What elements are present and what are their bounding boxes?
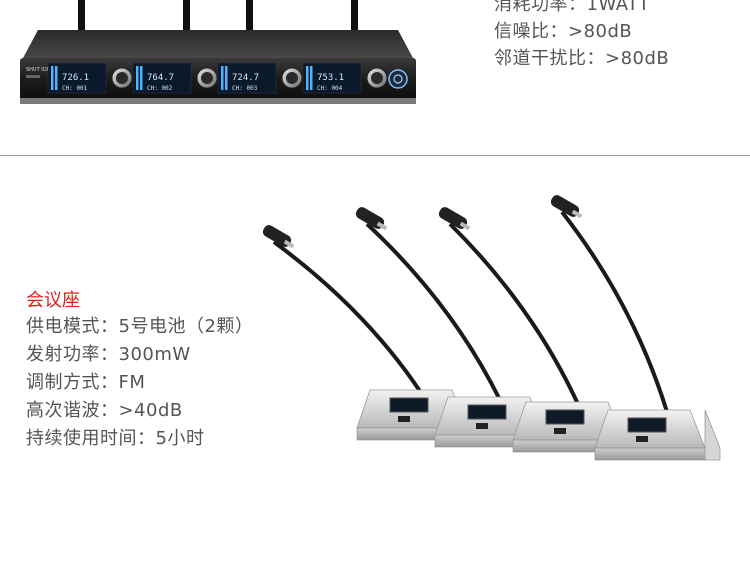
channel-frequency: 724.7 (232, 73, 259, 83)
channel-display: 724.7CH: 003 (217, 62, 303, 94)
spec-modulation: 调制方式：FM (26, 372, 146, 393)
channel-display: 726.1CH: 001 (47, 62, 133, 94)
channel-display: 764.7CH: 002 (132, 62, 218, 94)
spec-snr: 信噪比：>80dB (494, 21, 633, 42)
spec-power-consumption: 消耗功率：1WATT (494, 0, 650, 15)
spec-transmit-power: 发射功率：300mW (26, 344, 191, 365)
channel-number: CH: 003 (232, 85, 258, 92)
channel-number: CH: 001 (62, 85, 88, 92)
spec-power-mode: 供电模式：5号电池（2颗） (26, 316, 254, 337)
channel-frequency: 726.1 (62, 73, 89, 83)
channel-frequency: 764.7 (147, 73, 174, 83)
spec-adjacent-channel: 邻道干扰比：>80dB (494, 48, 670, 69)
conference-mic-station (262, 225, 468, 441)
brand-label: SHUT ION (26, 67, 51, 73)
conference-mic-image (250, 190, 750, 530)
channel-display: 753.1CH: 004 (302, 62, 388, 94)
conference-mic-station (438, 207, 624, 453)
section-divider (0, 155, 750, 156)
conference-specs: 供电模式：5号电池（2颗） 发射功率：300mW 调制方式：FM 高次谐波：>4… (26, 313, 253, 453)
spec-runtime: 持续使用时间：5小时 (26, 428, 205, 449)
channel-number: CH: 002 (147, 85, 173, 92)
spec-harmonics: 高次谐波：>40dB (26, 400, 183, 421)
channel-frequency: 753.1 (317, 73, 344, 83)
station-end-piece (704, 409, 721, 461)
channel-number: CH: 004 (317, 85, 343, 92)
conference-title: 会议座 (26, 290, 80, 311)
receiver-specs: 消耗功率：1WATT 信噪比：>80dB 邻道干扰比：>80dB (494, 0, 669, 72)
conference-mic-station (550, 195, 706, 461)
